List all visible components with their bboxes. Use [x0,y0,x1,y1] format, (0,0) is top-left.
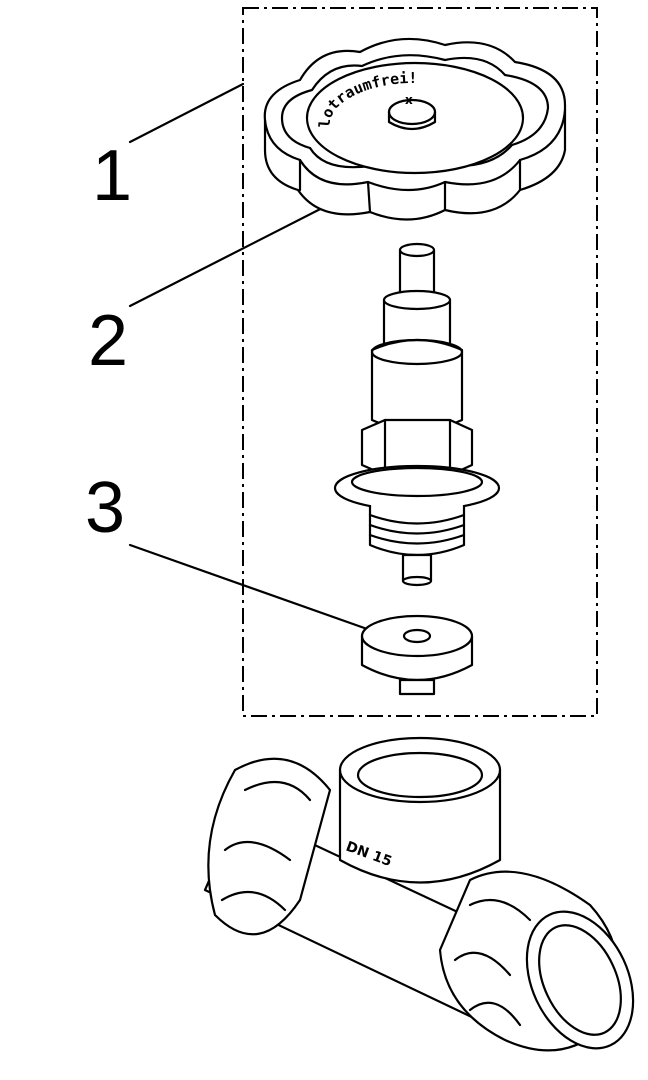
callout-3: 3 [85,468,126,548]
valve-outlet-opening [525,910,635,1050]
callout-1: 1 [92,136,133,216]
leader-line-3 [128,543,372,632]
callout-2: 2 [88,301,129,381]
handwheel-logo-x: x [405,93,413,107]
valve-washer [360,614,474,696]
leader-line-1 [128,82,245,144]
handwheel: x lotraumfrei! [263,37,567,221]
leader-line-2 [128,198,340,308]
assembly-group-box [242,7,598,717]
valve-body: DN 15 [203,736,635,1052]
spindle-top-part [333,242,501,587]
